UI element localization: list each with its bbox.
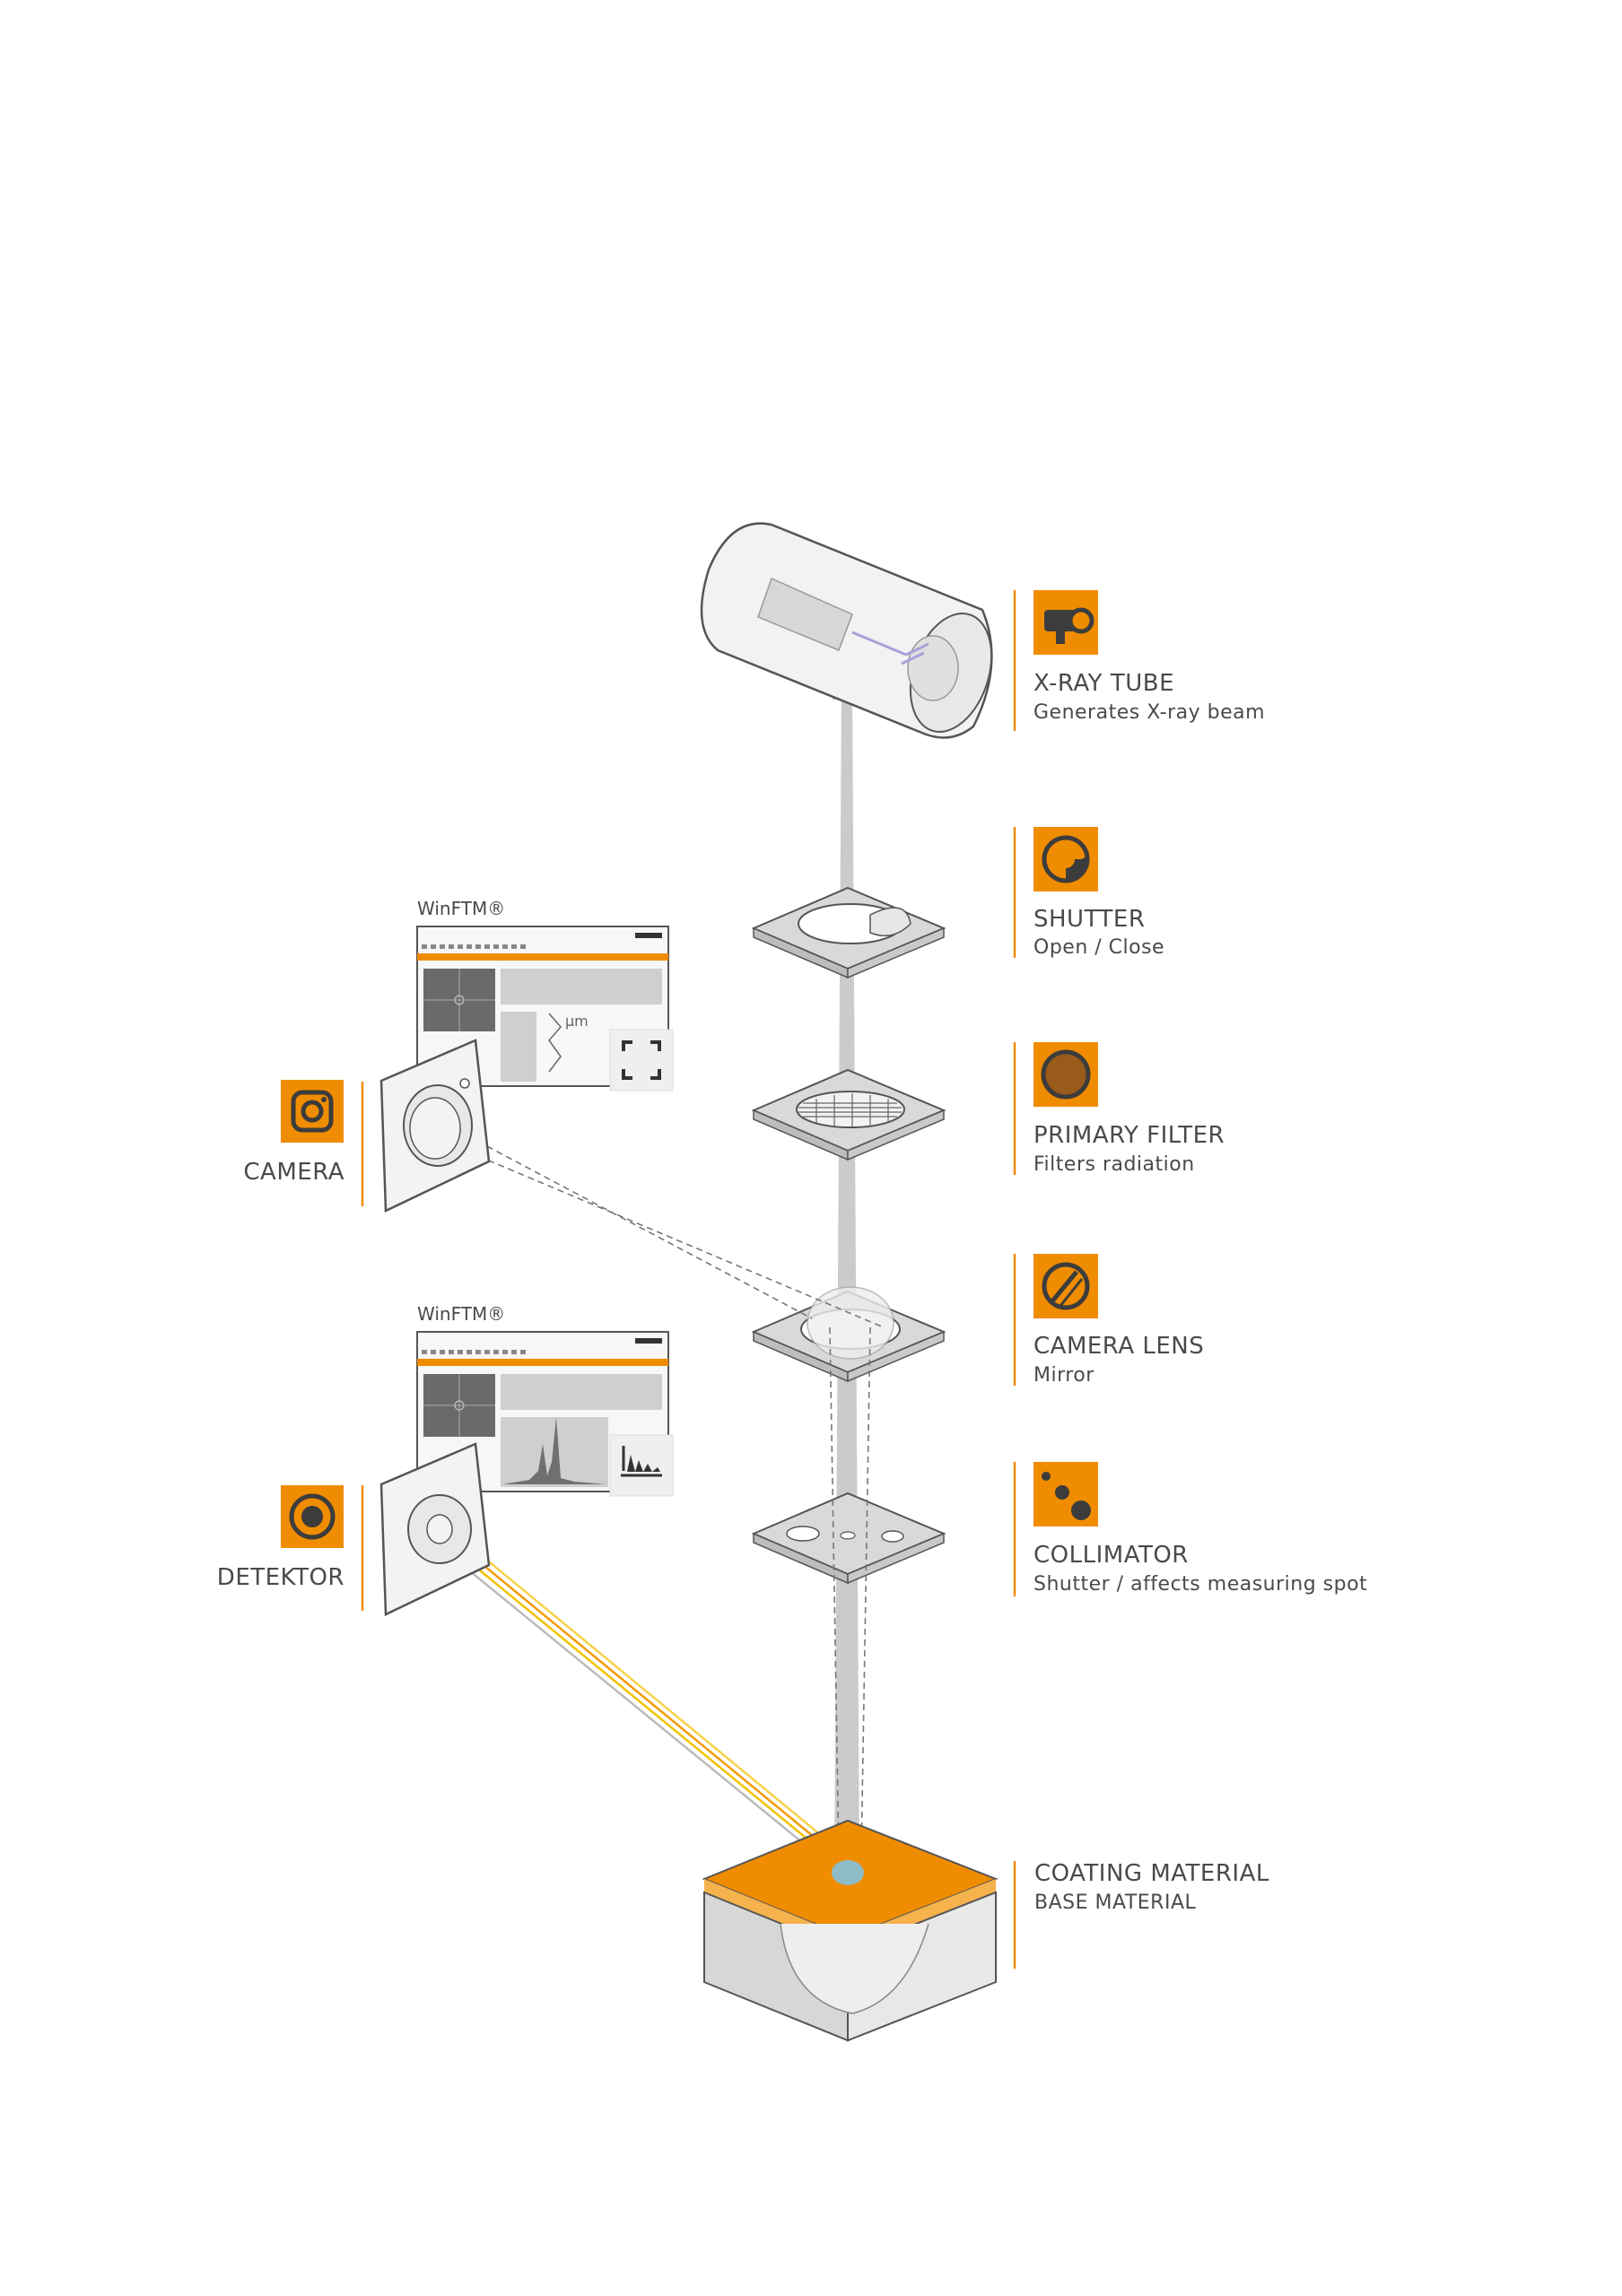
camera-lens-title: CAMERA LENS [1033, 1333, 1204, 1360]
software-window-camera: WinFTM® µm [416, 898, 674, 1091]
xray-beam [833, 646, 861, 1874]
window-title-2: WinFTM® [417, 1303, 505, 1325]
shutter-subtitle: Open / Close [1033, 936, 1164, 959]
xray-tube [700, 522, 993, 739]
collimator-subtitle: Shutter / affects measuring spot [1033, 1573, 1367, 1596]
camera-label: CAMERA [243, 1080, 364, 1206]
camera-device [379, 1039, 491, 1213]
fullscreen-icon [622, 1040, 661, 1080]
software-window-detector: WinFTM® [416, 1303, 674, 1497]
component-label-collimator: COLLIMATOR Shutter / affects measuring s… [1013, 1462, 1367, 1596]
camera-sight-lines [439, 1120, 885, 1857]
component-label-camera-lens: CAMERA LENS Mirror [1013, 1254, 1204, 1387]
xray-tube-icon [1044, 607, 1094, 644]
xray-tube-subtitle: Generates X-ray beam [1033, 701, 1265, 724]
component-label-primary-filter: PRIMARY FILTER Filters radiation [1013, 1042, 1225, 1176]
shutter-plate [751, 886, 946, 979]
shutter-icon [1042, 835, 1090, 883]
detector-device [379, 1442, 491, 1616]
window-title-1: WinFTM® [417, 898, 505, 919]
detector-label: DETEKTOR [217, 1485, 364, 1611]
filter-icon [1041, 1049, 1091, 1100]
spectrum-icon [621, 1446, 662, 1477]
base-material-subtitle: BASE MATERIAL [1034, 1892, 1196, 1914]
camera-title: CAMERA [243, 1159, 344, 1186]
component-label-shutter: SHUTTER Open / Close [1013, 827, 1164, 959]
component-label-xray-tube: X-RAY TUBE Generates X-ray beam [1013, 590, 1265, 731]
collimator-icon [1042, 1472, 1091, 1520]
collimator-plate [751, 1492, 946, 1585]
primary-filter-subtitle: Filters radiation [1033, 1153, 1195, 1176]
detector-icon [289, 1493, 336, 1540]
collimator-title: COLLIMATOR [1033, 1542, 1189, 1569]
coating-title: COATING MATERIAL [1034, 1860, 1269, 1887]
camera-lens-subtitle: Mirror [1033, 1364, 1094, 1387]
sample-block [702, 1819, 998, 2042]
camera-icon-bg [281, 1080, 344, 1143]
camera-lens-plate [751, 1286, 946, 1383]
shutter-title: SHUTTER [1033, 906, 1145, 933]
filter-plate [751, 1068, 946, 1161]
camera-icon [291, 1090, 334, 1133]
xray-tube-title: X-RAY TUBE [1033, 670, 1174, 697]
detector-title: DETEKTOR [217, 1564, 344, 1591]
primary-filter-title: PRIMARY FILTER [1033, 1122, 1225, 1149]
fluorescence-rays [430, 1524, 853, 1875]
lens-icon [1042, 1262, 1090, 1310]
thickness-unit-label: µm [565, 1013, 589, 1030]
component-label-coating: COATING MATERIAL BASE MATERIAL [1013, 1860, 1269, 1969]
